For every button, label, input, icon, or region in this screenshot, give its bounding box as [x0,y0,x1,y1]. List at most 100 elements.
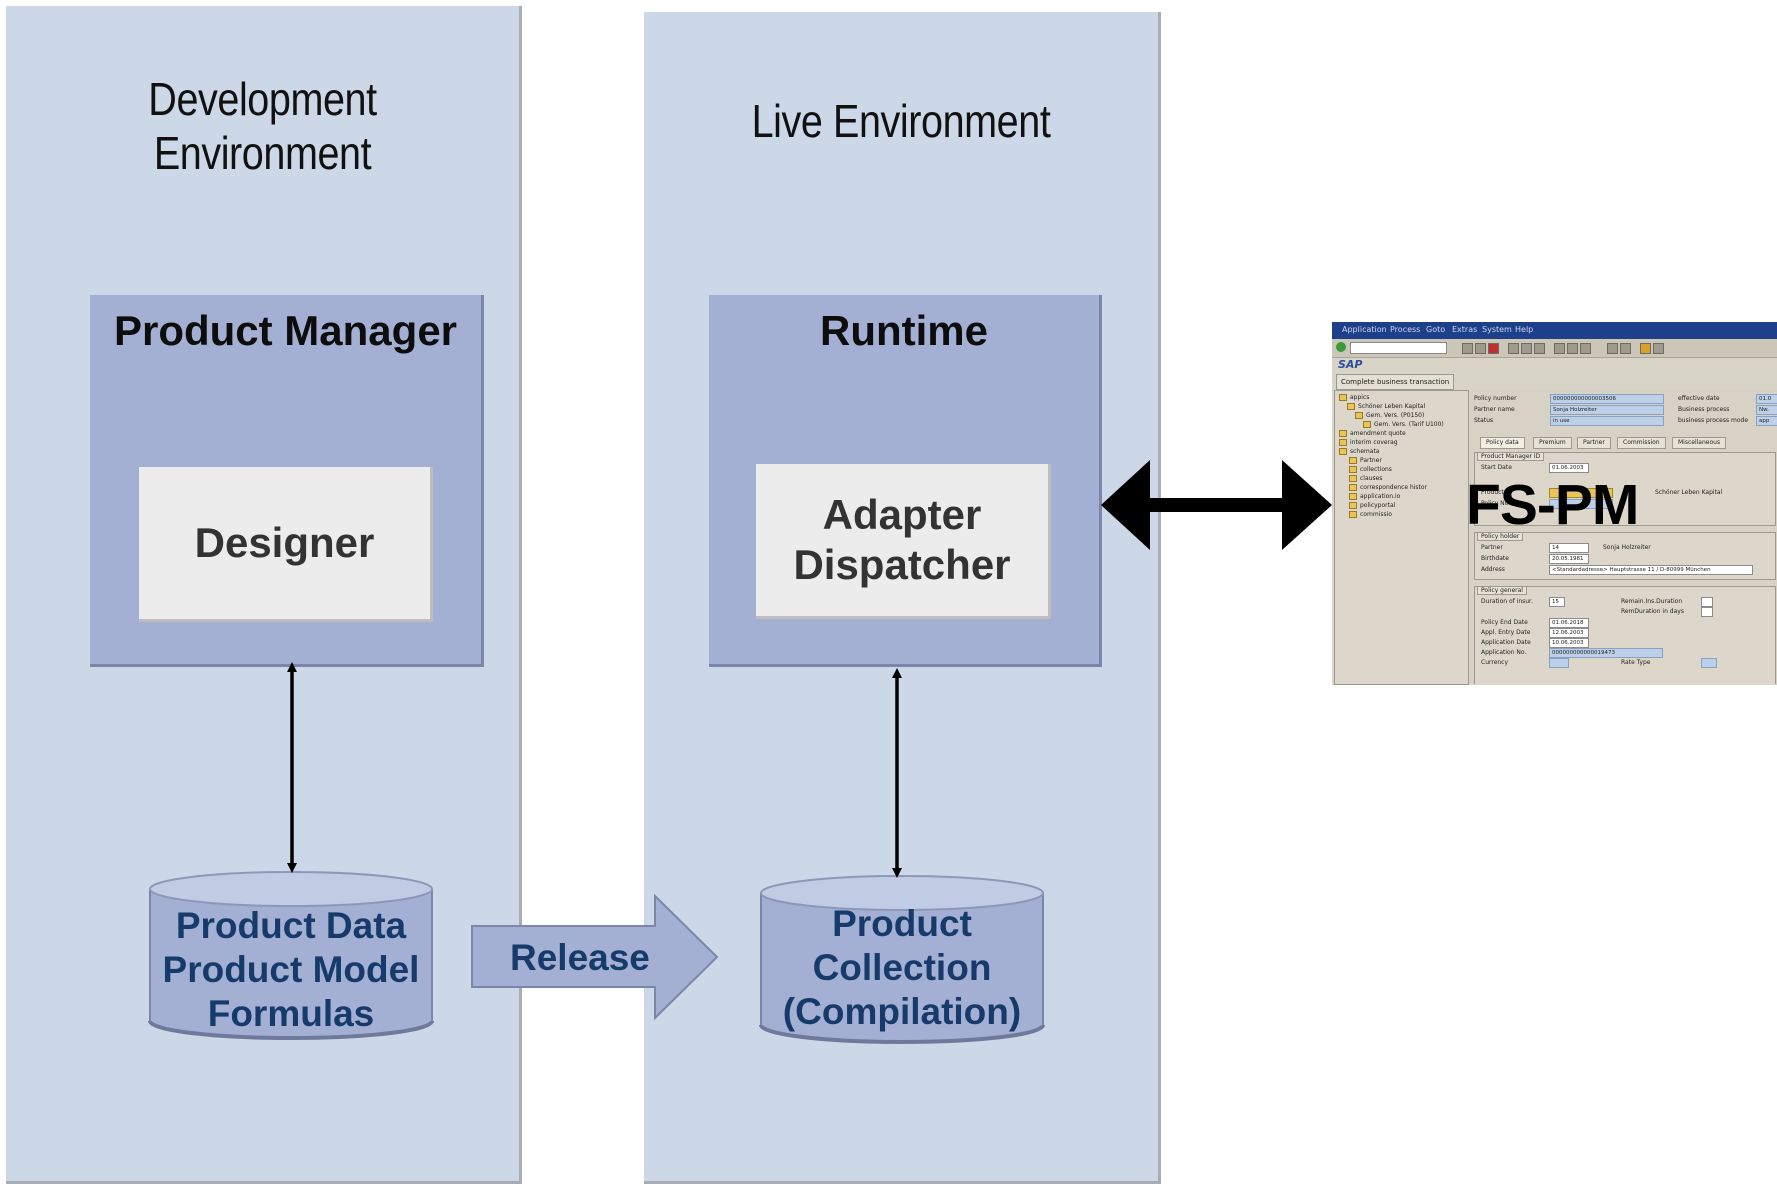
group-field-value [1701,607,1713,617]
tree-item: interim coverag [1339,439,1398,446]
group-field-label: Currency [1481,659,1509,666]
tree-item: schemata [1339,448,1379,455]
tree-item: Partner [1349,457,1382,464]
fspm-menu-item: Extras [1452,325,1478,334]
group-title: Policy general [1477,586,1527,595]
group-field-label: Policy No [1481,500,1509,507]
product-data-database [148,871,434,1040]
tab-miscellaneous: Miscellaneous [1672,437,1727,449]
group-field-value: 10.06.2003 [1549,638,1589,648]
toolbar-button-icon [1475,343,1486,354]
group-title: Product Manager ID [1477,452,1545,461]
policy-general-group: Policy general Duration of insur. 15 Pol… [1474,586,1776,684]
tab-commission: Commission [1617,437,1666,449]
group-field-label: Partner [1481,544,1503,551]
adapter-dispatcher-box: Adapter Dispatcher [756,464,1051,619]
tab-partner: Partner [1577,437,1611,449]
group-field-value: 15 [1549,597,1565,607]
runtime-title: Runtime [820,307,988,354]
header-field-value: 000000000000003506 [1550,394,1664,404]
header-field-value: Sonja Holzreiter [1550,405,1664,415]
product-data-line-3: Formulas [207,993,375,1035]
tree-item: collections [1349,466,1392,473]
group-field-value [1549,488,1613,498]
toolbar-button-icon [1508,343,1519,354]
fspm-navigation-tree: appics Schöner Leben Kapital Gem. Vers. … [1334,390,1469,685]
fspm-menubar: Application Process Goto Extras System H… [1332,322,1777,339]
tab-premium: Premium [1533,437,1572,449]
toolbar-button-icon [1521,343,1532,354]
designer-box: Designer [139,467,433,622]
complete-transaction-button: Complete business transaction [1336,374,1455,390]
fspm-menu-item: Help [1515,325,1534,334]
fspm-menu-item: Goto [1426,325,1446,334]
toolbar-button-icon [1554,343,1565,354]
adapter-dispatcher-label-line-2: Dispatcher [793,541,1011,588]
runtime-fspm-connector [1101,460,1332,550]
toolbar-button-icon [1620,343,1631,354]
group-field-value [1549,658,1569,668]
product-data-label: Product Data Product Model Formulas [150,904,432,1036]
fspm-command-field [1350,342,1447,354]
group-field-label: Address [1481,566,1505,573]
product-data-line-1: Product Data [175,905,407,946]
group-field-label: Application Date [1481,639,1531,646]
product-collection-label: Product Collection (Compilation) [761,902,1043,1034]
tree-item: policyportal [1349,502,1395,509]
tab-policy-data: Policy data [1480,437,1525,449]
group-field-value: 12.06.2003 [1549,628,1589,638]
group-field-value: 01.06.2018 [1549,618,1589,628]
enter-icon [1336,342,1346,352]
tree-item: Gem. Vers. (P0150) [1355,412,1424,419]
header-right-label: business process mode [1678,417,1749,424]
group-right-label: Remain.Ins.Duration [1621,598,1683,605]
product-collection-line-1: Product [832,903,972,944]
toolbar-button-icon [1653,343,1664,354]
header-right-value: 01.0 [1756,394,1777,404]
toolbar-button-icon [1534,343,1545,354]
group-field-label: Appl. Entry Date [1481,629,1531,636]
group-field-value [1701,658,1717,668]
group-field-label: Start Date [1481,464,1512,471]
product-manager-title: Product Manager [113,307,458,354]
tree-item: Schöner Leben Kapital [1347,403,1425,410]
header-field-label: Policy number [1474,395,1517,402]
header-right-label: Business process [1678,406,1730,413]
header-right-value: Nw. [1756,405,1777,415]
tree-item: amendment quote [1339,430,1406,437]
tree-item: clauses [1349,475,1382,482]
release-label: Release [510,937,650,978]
group-field-label: Birthdate [1481,555,1509,562]
tree-item: Gem. Vers. (Tarif U100) [1363,421,1444,428]
header-field-label: Partner name [1474,406,1515,413]
group-field-label: Product [1481,489,1504,496]
header-right-value: app [1756,416,1777,426]
product-collection-line-2: Collection [812,947,992,989]
group-right-label: Rate Type [1621,659,1651,666]
release-arrow [471,893,719,1021]
group-right-label: RemDuration in days [1621,608,1684,615]
group-field-label: Policy End Date [1481,619,1528,626]
group-field-value [1549,499,1613,509]
fspm-menu-item: System [1482,325,1512,334]
header-field-label: Status [1474,417,1494,424]
group-field-value: 20.05.1981 [1549,554,1589,564]
fspm-policy-form: Policy number 000000000000003506 Partner… [1470,390,1777,684]
header-right-label: effective date [1678,395,1720,402]
tree-item: appics [1339,394,1369,401]
group-field-label: Duration of insur. [1481,598,1533,605]
designer-label: Designer [194,518,375,566]
live-environment-title: Live Environment [751,95,1051,147]
toolbar-button-icon [1580,343,1591,354]
partner-name-text: Sonja Holzreiter [1603,544,1651,551]
policy-holder-group: Policy holder Partner 14 Sonja Holzreite… [1474,532,1776,580]
toolbar-button-icon [1567,343,1578,354]
fspm-label: FS-PM [1466,473,1639,537]
sap-logo: SAP [1338,358,1363,371]
product-manager-id-group: Product Manager ID Start Date 01.06.2003… [1474,452,1776,526]
tree-item: correspondence histor [1349,484,1427,491]
product-name-text: Schöner Leben Kapital [1655,489,1723,496]
group-field-label: Application No. [1481,649,1527,656]
fspm-menu-item: Process [1390,325,1421,334]
